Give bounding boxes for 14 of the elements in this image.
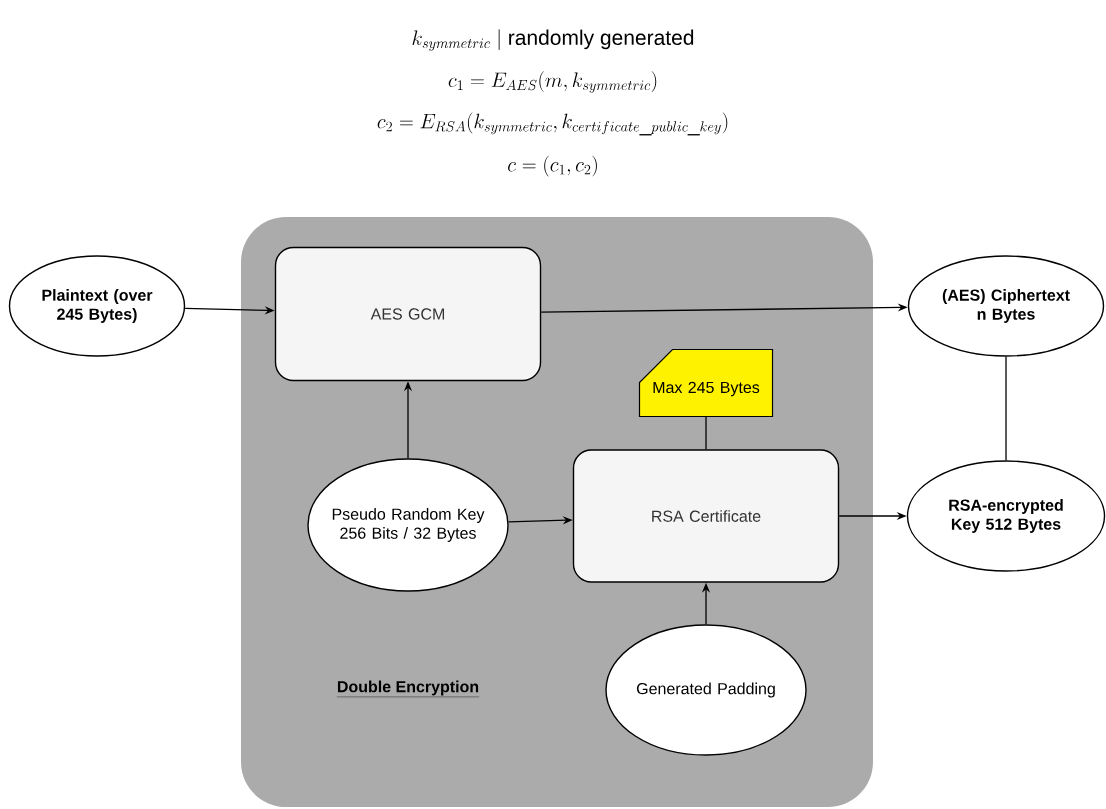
- process-box: AES GCM: [274, 246, 542, 382]
- formula: $c_2 = E_{RSA}(k_{symmetric}, k_{certificate\_public\_key})$: [377, 112, 728, 136]
- connector-line: [705, 416, 707, 450]
- process-box: RSA Certificate: [572, 449, 840, 583]
- ellipse-node: RSA-encrypted Key 512 Bytes: [906, 460, 1106, 572]
- formula: $c = (c_1, c_2)$: [508, 155, 597, 177]
- formula: $k_{symmetric} \mid \mathrm{randomly\ generated}$: [412, 29, 694, 51]
- ellipse-node: Plaintext (over 245 Bytes): [8, 255, 186, 357]
- note-card: Max 245 Bytes: [638, 348, 774, 418]
- connector-line: [1005, 356, 1007, 461]
- formula: $c_1 = E_{AES}(m, k_{symmetric})$: [448, 71, 657, 93]
- ellipse-node: (AES) Ciphertext n Bytes: [907, 255, 1105, 357]
- ellipse-node: Pseudo Random Key 256 Bits / 32 Bytes: [307, 458, 509, 592]
- ellipse-node: Generated Padding: [605, 624, 807, 756]
